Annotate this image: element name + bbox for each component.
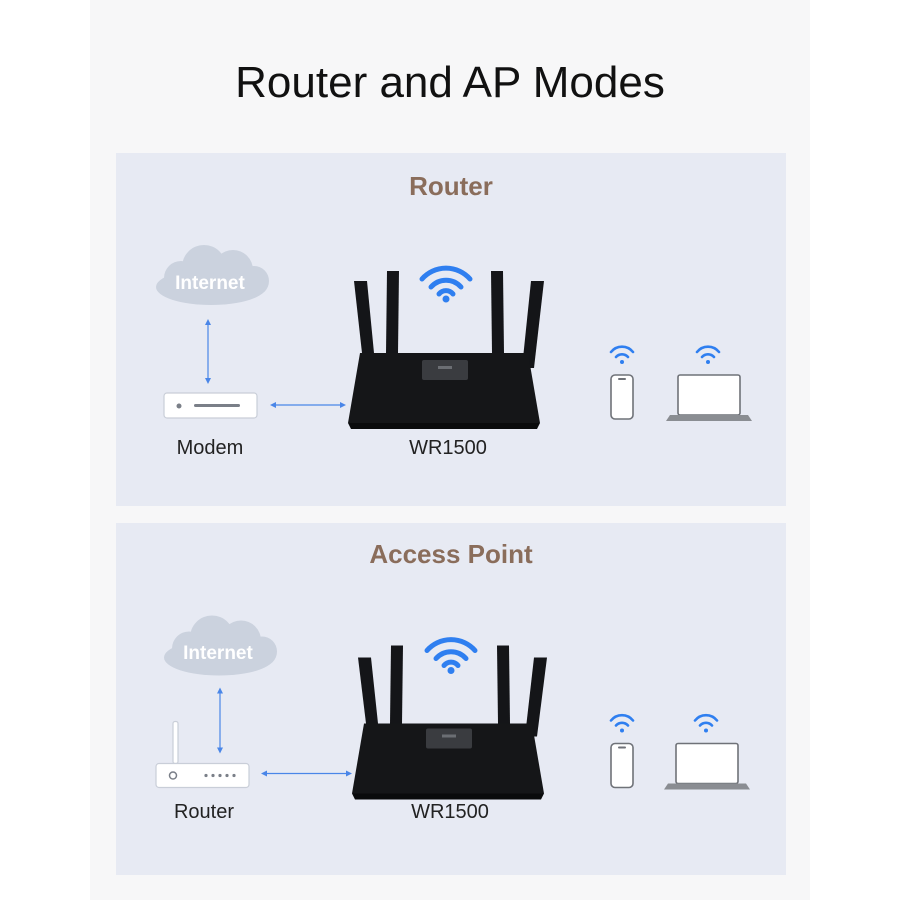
router-mode-diagram bbox=[156, 245, 752, 429]
internet-label: Internet bbox=[183, 643, 253, 664]
internet-modem-link bbox=[205, 319, 211, 384]
laptop-icon bbox=[666, 374, 752, 421]
phone-wifi-icon bbox=[609, 345, 635, 364]
wifi-icon bbox=[419, 265, 473, 303]
internet-label: Internet bbox=[175, 273, 245, 294]
modem-label: Modem bbox=[176, 437, 244, 459]
router-mode-panel: Router bbox=[116, 153, 786, 506]
modem-icon bbox=[163, 392, 258, 419]
page-title: Router and AP Modes bbox=[235, 58, 665, 107]
internet-cloud-icon bbox=[164, 615, 277, 676]
internet-router-link bbox=[217, 687, 223, 754]
laptop-wifi-icon bbox=[695, 345, 721, 364]
wr1500-label: WR1500 bbox=[409, 437, 487, 459]
laptop-wifi-icon bbox=[693, 713, 719, 733]
access-point-mode-diagram bbox=[155, 615, 750, 800]
router-icon bbox=[352, 645, 547, 800]
laptop-icon bbox=[664, 742, 750, 790]
router-wr1500-link bbox=[261, 770, 352, 777]
access-point-mode-panel: Access Point bbox=[116, 523, 786, 875]
smartphone-icon bbox=[610, 374, 634, 420]
smartphone-icon bbox=[610, 742, 634, 789]
source-router-icon bbox=[155, 720, 250, 789]
access-point-mode-heading: Access Point bbox=[369, 539, 533, 569]
phone-wifi-icon bbox=[609, 713, 635, 733]
router-icon bbox=[348, 271, 544, 429]
wr1500-label: WR1500 bbox=[411, 801, 489, 823]
wifi-icon bbox=[424, 637, 478, 674]
modem-router-link bbox=[270, 402, 346, 408]
source-router-label: Router bbox=[173, 801, 235, 823]
internet-cloud-icon bbox=[156, 245, 269, 305]
router-mode-heading: Router bbox=[409, 171, 493, 201]
